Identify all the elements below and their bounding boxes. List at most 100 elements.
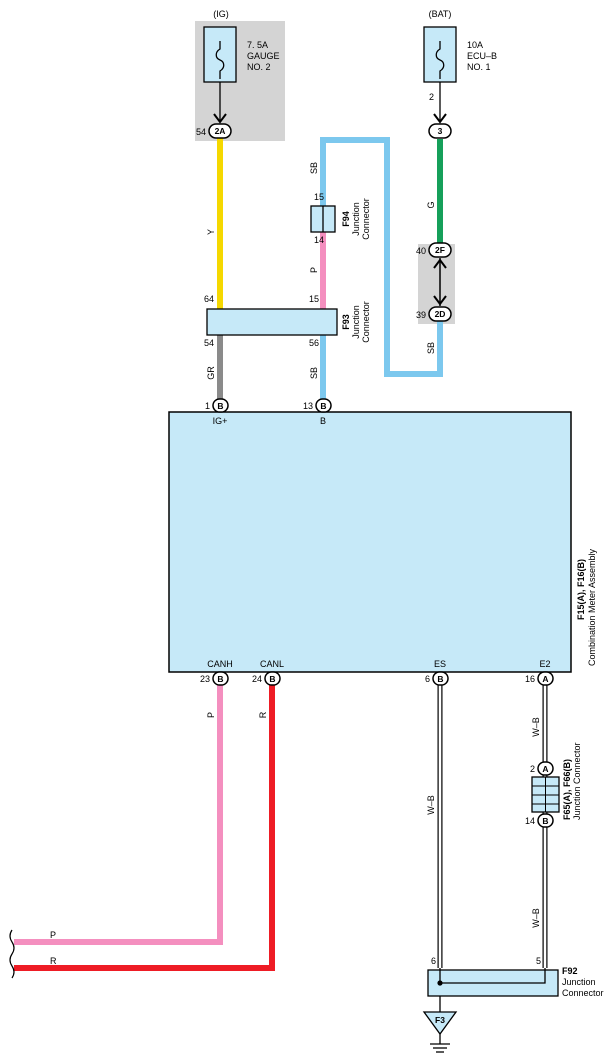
junction-connector-f94[interactable] xyxy=(310,205,336,233)
wire-label-r-left: R xyxy=(50,956,57,966)
f92-name-1: Junction xyxy=(562,977,596,987)
f94-name-2: Connector xyxy=(361,198,371,240)
meter-terminal-canh-label: CANH xyxy=(207,659,233,669)
svg-text:F3: F3 xyxy=(435,1015,445,1025)
connector-2f[interactable]: 2F xyxy=(428,242,452,258)
arrow-up-icon xyxy=(433,258,447,269)
wire-label-p-2: P xyxy=(206,712,216,718)
f93-pin-tr: 15 xyxy=(309,294,319,304)
meter-terminal-canl-label: CANL xyxy=(260,659,284,669)
f65-id: F65(A), F66(B) xyxy=(562,759,572,820)
svg-text:A: A xyxy=(542,674,548,684)
bat-fuse-rating: 10A xyxy=(467,40,483,50)
junction-connector-f65-f66[interactable] xyxy=(531,776,560,813)
svg-text:2F: 2F xyxy=(435,245,445,255)
f93-pin-br: 56 xyxy=(309,338,319,348)
svg-text:B: B xyxy=(320,401,326,411)
svg-text:A: A xyxy=(542,764,548,774)
ig-fuse-name-2: NO. 2 xyxy=(247,62,271,72)
f93-pin-bl: 54 xyxy=(204,338,214,348)
bat-fuse-name-2: NO. 1 xyxy=(467,62,491,72)
meter-terminal-ig-pin: 1 xyxy=(205,401,210,411)
wire-label-g: G xyxy=(426,201,436,208)
svg-text:B: B xyxy=(269,674,275,684)
ig-supply-label: (IG) xyxy=(213,9,229,19)
ig-fuse[interactable] xyxy=(203,26,237,83)
svg-text:3: 3 xyxy=(438,126,443,136)
meter-terminal-b[interactable]: B xyxy=(315,398,332,413)
ground-icon xyxy=(430,1034,450,1053)
meter-terminal-canh-pin: 23 xyxy=(200,674,210,684)
bat-fuse-name-1: ECU–B xyxy=(467,51,497,61)
break-marker xyxy=(9,929,15,979)
meter-terminal-ig-label: IG+ xyxy=(213,416,228,426)
ig-fuse-rating: 7. 5A xyxy=(247,40,268,50)
f65-pin-top: 2 xyxy=(530,764,535,774)
connector-3[interactable]: 3 xyxy=(428,123,452,139)
arrow-down-icon xyxy=(433,113,447,124)
combination-meter-body[interactable] xyxy=(168,411,572,673)
meter-id: F15(A), F16(B) xyxy=(576,559,586,620)
f93-name-2: Connector xyxy=(361,301,371,343)
wire-label-sb-2: SB xyxy=(309,367,319,379)
f94-pin-top: 15 xyxy=(314,192,324,202)
arrow-down-icon xyxy=(433,295,447,306)
wire-label-sb-3: SB xyxy=(426,342,436,354)
f92-pin-right: 5 xyxy=(536,956,541,966)
wire-r-canl[interactable] xyxy=(14,685,275,971)
ground-point-f3[interactable]: F3 xyxy=(422,1011,458,1036)
meter-terminal-e2[interactable]: A xyxy=(537,671,554,686)
meter-terminal-ig[interactable]: B xyxy=(212,398,229,413)
bat-fuse-pin: 2 xyxy=(429,92,434,102)
bat-supply-label: (BAT) xyxy=(429,9,452,19)
wire-label-wb-2: W–B xyxy=(531,717,541,737)
connector-f65-a[interactable]: A xyxy=(537,761,554,776)
svg-text:2A: 2A xyxy=(215,126,226,136)
svg-text:B: B xyxy=(217,401,223,411)
wire-label-sb-1: SB xyxy=(309,162,319,174)
f93-id: F93 xyxy=(341,314,351,330)
meter-terminal-b-pin: 13 xyxy=(303,401,313,411)
wire-label-y: Y xyxy=(206,229,216,235)
junction-connector-f93[interactable] xyxy=(206,308,338,336)
connector-2a-pin: 54 xyxy=(196,127,206,137)
f92-name-2: Connector xyxy=(562,988,604,998)
meter-name: Combination Meter Assembly xyxy=(587,548,597,666)
meter-terminal-canl[interactable]: B xyxy=(264,671,281,686)
meter-terminal-es-pin: 6 xyxy=(425,674,430,684)
f94-name-1: Junction xyxy=(351,202,361,236)
svg-text:2D: 2D xyxy=(435,309,446,319)
meter-terminal-es[interactable]: B xyxy=(432,671,449,686)
wire-sb-loop[interactable] xyxy=(320,137,443,377)
wire-label-gr: GR xyxy=(206,366,216,380)
fuse-icon xyxy=(215,41,225,79)
junction-connector-f92[interactable] xyxy=(427,968,559,997)
meter-terminal-canl-pin: 24 xyxy=(252,674,262,684)
ig-fuse-name-1: GAUGE xyxy=(247,51,280,61)
wire-label-r: R xyxy=(258,711,268,718)
wire-label-wb-3: W–B xyxy=(531,908,541,928)
f65-name: Junction Connector xyxy=(572,742,582,820)
meter-terminal-e2-label: E2 xyxy=(539,659,550,669)
connector-2f-pin: 40 xyxy=(416,246,426,256)
connector-f66-b[interactable]: B xyxy=(537,813,554,828)
meter-terminal-canh[interactable]: B xyxy=(212,671,229,686)
f65-pin-bottom: 14 xyxy=(525,816,535,826)
f92-pin-left: 6 xyxy=(431,956,436,966)
meter-terminal-e2-pin: 16 xyxy=(525,674,535,684)
bat-fuse[interactable] xyxy=(423,26,457,83)
fuse-icon xyxy=(435,41,445,79)
svg-text:B: B xyxy=(437,674,443,684)
svg-text:B: B xyxy=(217,674,223,684)
f93-pin-tl: 64 xyxy=(204,294,214,304)
wire-p-canh[interactable] xyxy=(14,685,223,945)
f93-name-1: Junction xyxy=(351,305,361,339)
f92-id: F92 xyxy=(562,966,578,976)
f94-id: F94 xyxy=(341,211,351,227)
connector-2d-pin: 39 xyxy=(416,310,426,320)
f94-pin-bottom: 14 xyxy=(314,235,324,245)
connector-2a[interactable]: 2A xyxy=(208,123,232,139)
meter-terminal-es-label: ES xyxy=(434,659,446,669)
connector-2d[interactable]: 2D xyxy=(428,306,452,322)
